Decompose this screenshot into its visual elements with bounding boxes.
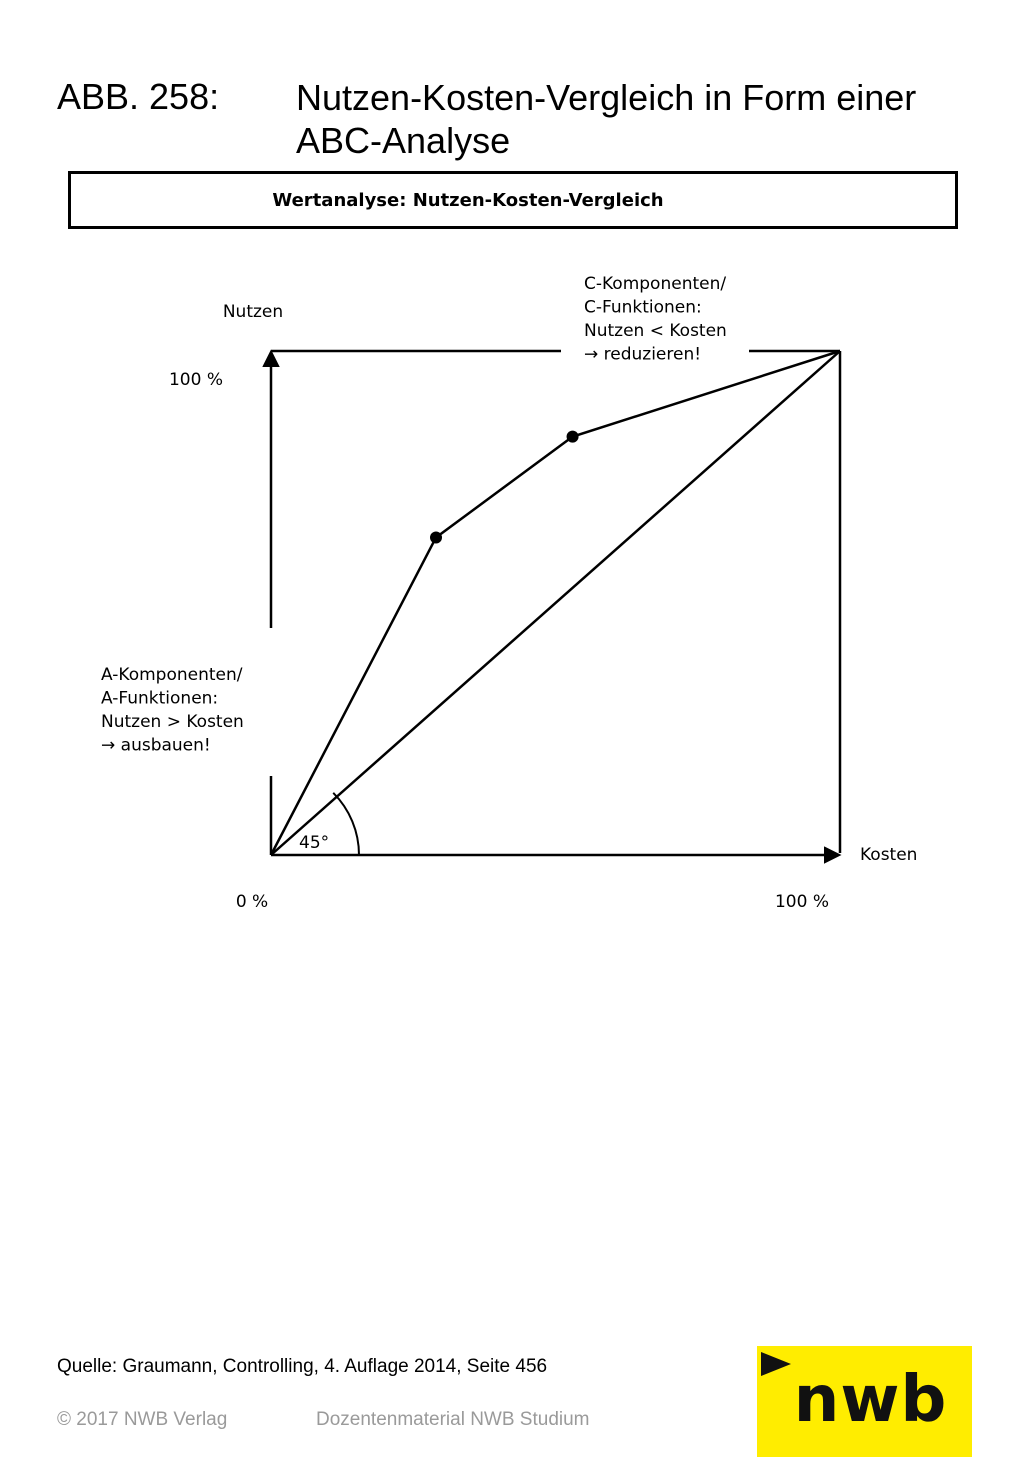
logo-arrow-icon <box>761 1352 791 1376</box>
copyright: © 2017 NWB Verlag <box>57 1409 228 1430</box>
data-point <box>430 531 443 544</box>
annotation-c-line: C-Funktionen: <box>584 298 702 318</box>
source-note: Quelle: Graumann, Controlling, 4. Auflag… <box>57 1356 548 1377</box>
annotation-a-line: → ausbauen! <box>101 736 211 756</box>
y-tick-label: 100 % <box>169 370 223 390</box>
annotation-c-components: C-Komponenten/ C-Funktionen: Nutzen < Ko… <box>584 274 732 365</box>
chart-canvas: Nutzen Kosten 100 % 0 % 100 % 45° C-Komp… <box>101 274 917 912</box>
annotation-c-line: Nutzen < Kosten <box>584 321 727 341</box>
chart-title: Wertanalyse: Nutzen-Kosten-Vergleich <box>68 171 958 229</box>
nwb-logo: nwb <box>757 1346 972 1457</box>
axis-gap <box>267 628 275 776</box>
x-tick-label-max: 100 % <box>775 892 829 912</box>
material-note: Dozentenmaterial NWB Studium <box>316 1409 590 1430</box>
data-point <box>566 430 579 443</box>
annotation-a-line: A-Funktionen: <box>101 689 218 709</box>
figure-number: ABB. 258: <box>57 76 220 117</box>
series-group <box>269 349 841 856</box>
markers-group <box>430 430 579 544</box>
annotation-a-line: A-Komponenten/ <box>101 665 243 685</box>
logo-text: nwb <box>793 1363 948 1437</box>
x-axis-label: Kosten <box>860 845 917 865</box>
plot-frame <box>262 349 842 864</box>
annotation-c-line: → reduzieren! <box>584 345 701 365</box>
figure-title: Nutzen-Kosten-Vergleich in Form einer AB… <box>296 77 917 161</box>
angle-label: 45° <box>299 833 329 853</box>
annotation-a-components: A-Komponenten/ A-Funktionen: Nutzen > Ko… <box>101 665 249 756</box>
y-axis-label: Nutzen <box>223 302 283 322</box>
x-tick-label-min: 0 % <box>236 892 268 912</box>
labels-group: Nutzen Kosten 100 % 0 % 100 % 45° C-Komp… <box>101 274 917 912</box>
annotation-a-line: Nutzen > Kosten <box>101 712 244 732</box>
annotation-c-line: C-Komponenten/ <box>584 274 726 294</box>
abc-curve <box>269 349 841 856</box>
diagonal-45-line <box>270 350 841 856</box>
angle-arc <box>332 792 360 856</box>
